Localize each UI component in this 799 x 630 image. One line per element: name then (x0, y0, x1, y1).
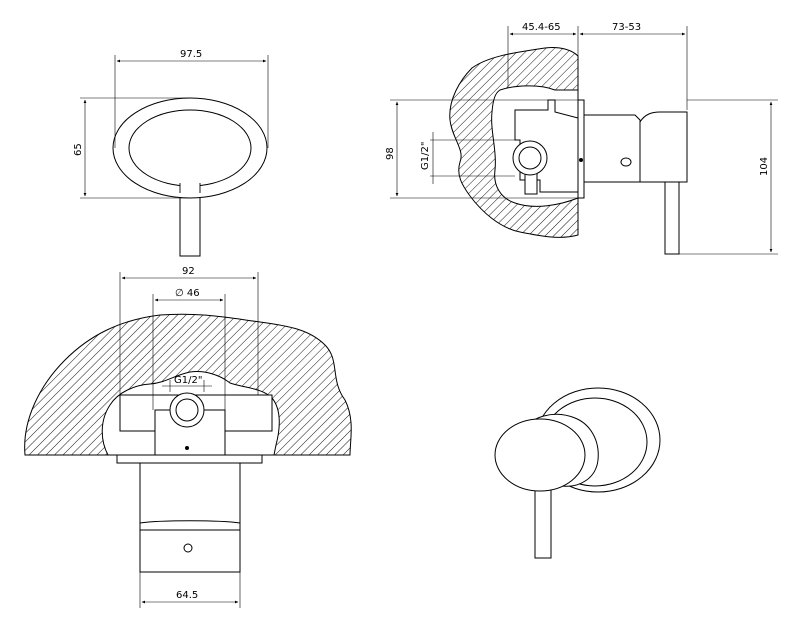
side-total-height-dim-label: 104 (759, 157, 770, 176)
top-diameter-dim-label: ∅ 46 (175, 288, 200, 299)
side-view: G1/2" 98 104 45.4-65 73-53 (385, 22, 778, 255)
front-view: 97.5 65 (73, 49, 269, 257)
top-inlet-inner (175, 398, 199, 422)
top-thread-label: G1/2" (174, 375, 202, 386)
side-thread-label: G1/2" (420, 142, 431, 170)
top-base-width-dim-label: 64.5 (176, 590, 198, 601)
side-wall-plate (577, 99, 585, 199)
side-plate-height-dim-label: 98 (385, 147, 396, 160)
front-height-dim-label: 65 (73, 143, 84, 156)
side-projection-dim-label: 73-53 (612, 22, 641, 33)
top-width-dim-label: 92 (182, 266, 195, 277)
front-inner-ellipse (128, 109, 252, 187)
perspective-view (494, 387, 661, 559)
top-wall-plate (116, 454, 263, 464)
side-depth-dim-label: 45.4-65 (522, 22, 561, 33)
top-view: 92 ∅ 46 G1/2" 64.5 (24, 266, 352, 608)
perspective-handle-cap (494, 418, 586, 492)
front-width-dim-label: 97.5 (180, 49, 202, 60)
side-inlet-inner (518, 146, 542, 170)
